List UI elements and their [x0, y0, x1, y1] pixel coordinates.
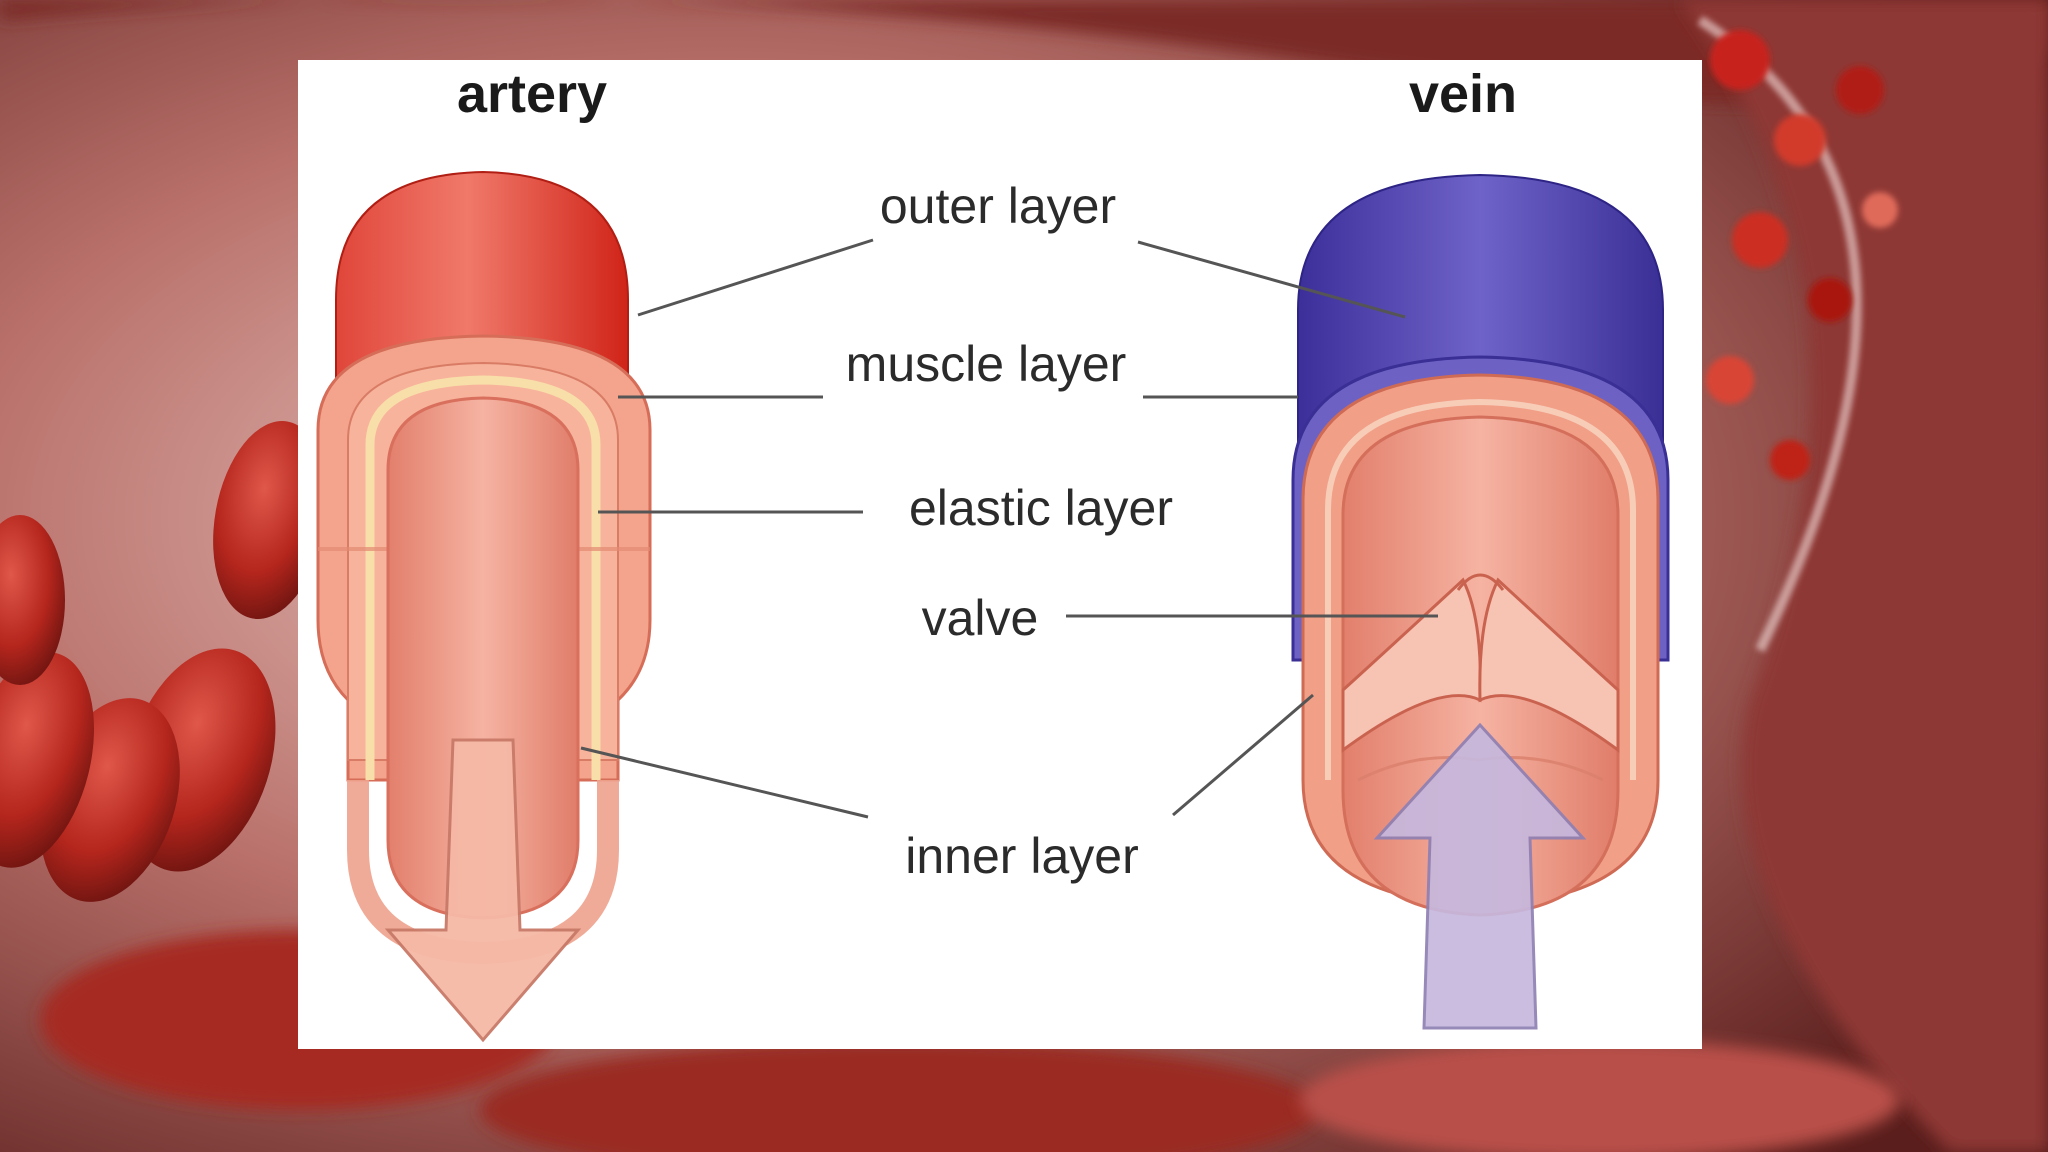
muscle-layer-label: muscle layer [846, 336, 1127, 392]
leader-outer-vein [1137, 240, 1406, 319]
outer-layer-label: outer layer [880, 178, 1116, 234]
vein-valve [1341, 573, 1620, 753]
artery-vein-diagram-card: artery vein outer layer muscle layer ela… [298, 60, 1702, 1049]
vein-title: vein [1409, 64, 1517, 124]
inner-layer-label: inner layer [905, 828, 1138, 884]
leader-lines [580, 238, 1438, 819]
vein-illustration [1291, 173, 1670, 1030]
vein-blood-flow-arrow [1373, 722, 1587, 1030]
artery-illustration [316, 170, 652, 1043]
elastic-layer-label: elastic layer [909, 480, 1173, 536]
artery-blood-flow-arrow [384, 738, 582, 1043]
artery-vein-diagram: artery vein outer layer muscle layer ela… [316, 64, 1670, 1043]
leader-outer-artery [637, 238, 874, 317]
valve-label: valve [922, 590, 1039, 646]
artery-title: artery [457, 64, 607, 124]
leader-inner-vein [1172, 693, 1314, 817]
vein-elastic-layer [1325, 398, 1636, 780]
artery-inner-layer [386, 396, 580, 920]
leader-inner-artery [580, 746, 869, 819]
artery-elastic-layer [365, 375, 601, 780]
